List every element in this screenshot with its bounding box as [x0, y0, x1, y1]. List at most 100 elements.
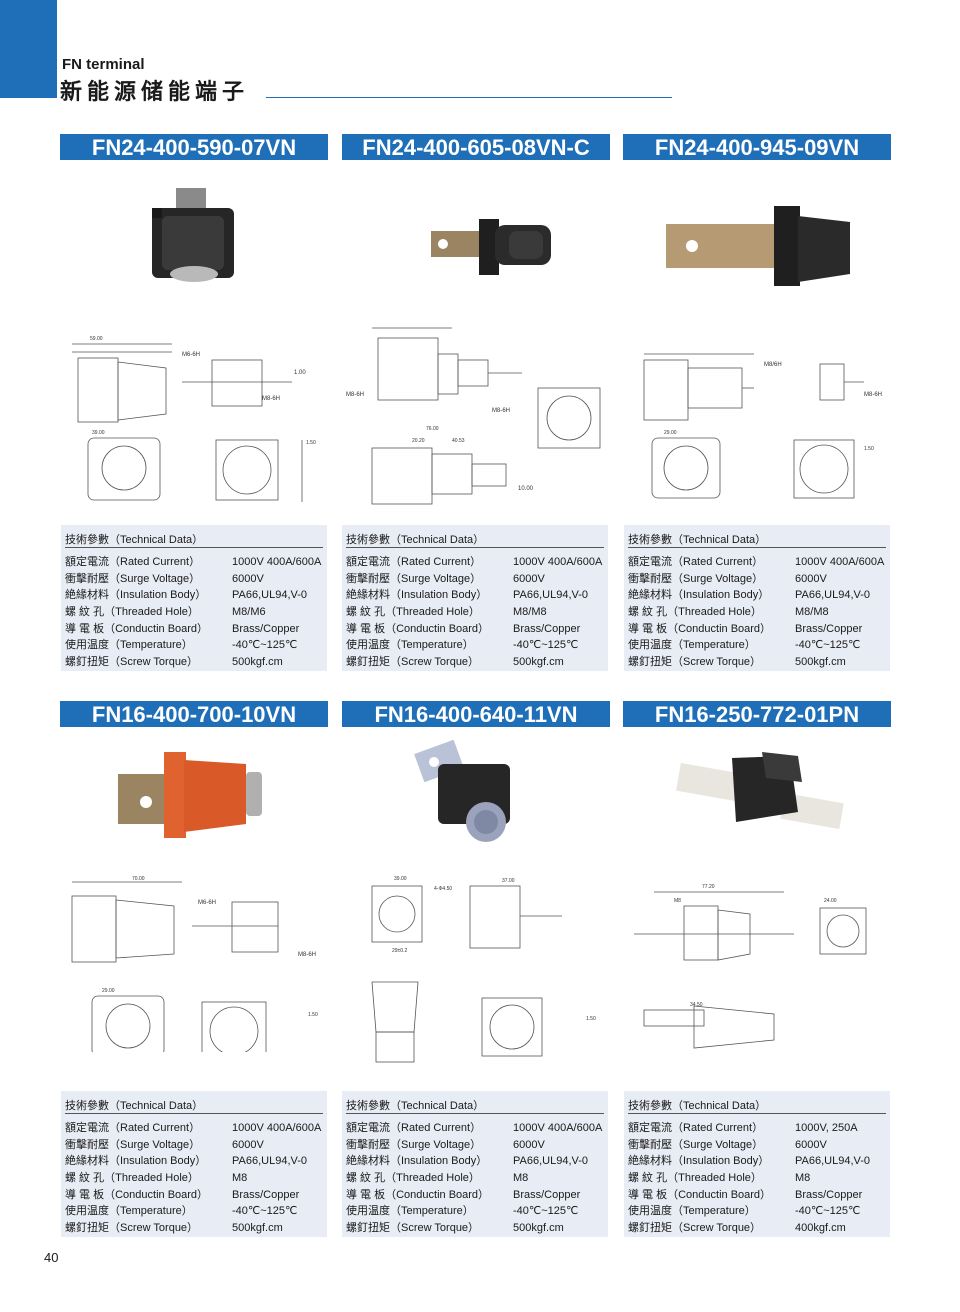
spec-value: 6000V	[513, 1138, 545, 1151]
svg-text:34.50: 34.50	[690, 1002, 703, 1008]
spec-label: 導 電 板（Conductin Board）	[65, 1188, 209, 1201]
tech-title: 技術參數（Technical Data）	[628, 534, 767, 546]
spec-label: 螺 紋 孔（Threaded Hole）	[65, 606, 199, 619]
spec-row-conductin-board: 導 電 板（Conductin Board）Brass/Copper	[342, 621, 608, 638]
corner-accent-block	[0, 0, 57, 98]
model-title: FN16-250-772-01PN	[623, 701, 891, 727]
svg-text:29.00: 29.00	[102, 988, 115, 994]
spec-label: 絶緣材料（Insulation Body）	[65, 589, 207, 602]
technical-drawing-5: 77.20 M8 24.00 34.50	[634, 884, 867, 1049]
spec-value: M8/M8	[513, 606, 547, 619]
spec-value: -40℃~125℃	[232, 639, 298, 652]
product-card-0: FN24-400-590-07VN	[60, 134, 328, 160]
tech-data-3: 技術參數（Technical Data） 額定電流（Rated Current）…	[61, 1091, 327, 1237]
tech-divider	[65, 1113, 323, 1114]
spec-row-conductin-board: 導 電 板（Conductin Board）Brass/Copper	[61, 1187, 327, 1204]
spec-value: 1000V, 250A	[795, 1122, 858, 1134]
spec-value: M8	[232, 1172, 248, 1185]
svg-text:10.00: 10.00	[518, 486, 534, 492]
spec-value: PA66,UL94,V-0	[795, 1155, 871, 1168]
spec-label: 額定電流（Rated Current）	[628, 556, 764, 568]
spec-value: 1000V 400A/600A	[232, 1122, 322, 1134]
spec-label: 額定電流（Rated Current）	[346, 1122, 482, 1134]
tech-data-2: 技術參數（Technical Data） 額定電流（Rated Current）…	[624, 525, 890, 671]
spec-row-insulation-body: 絶緣材料（Insulation Body） PA66,UL94,V-0	[342, 1153, 608, 1170]
spec-row-rated-current: 額定電流（Rated Current）1000V 400A/600A	[624, 554, 890, 571]
tech-divider	[628, 1113, 886, 1114]
spec-row-threaded-hole: 螺 紋 孔（Threaded Hole）M8	[342, 1170, 608, 1187]
spec-label: 絶緣材料（Insulation Body）	[346, 1155, 488, 1168]
product-photo-3	[118, 752, 262, 838]
spec-row-conductin-board: 導 電 板（Conductin Board） Brass/Copper	[61, 621, 327, 638]
spec-row-conductin-board: 導 電 板（Conductin Board）Brass/Copper	[624, 621, 890, 638]
technical-drawing-2: M8/6H M8-6H 29.00 1.50	[643, 353, 882, 499]
spec-row-conductin-board: 導 電 板（Conductin Board） Brass/Copper	[624, 1187, 890, 1204]
spec-row-rated-current: 額定電流（Rated Current）1000V, 250A	[624, 1120, 890, 1137]
tech-data-4: 技術參數（Technical Data） 額定電流（Rated Current）…	[342, 1091, 608, 1237]
spec-row-threaded-hole: 螺 紋 孔（Threaded Hole）M8/M6	[61, 604, 327, 621]
spec-row-temperature: 使用温度（Temperature）-40℃~125℃	[624, 637, 890, 654]
spec-label: 螺 紋 孔（Threaded Hole）	[628, 606, 762, 619]
spec-value: PA66,UL94,V-0	[232, 1155, 308, 1168]
model-title: FN16-400-700-10VN	[60, 701, 328, 727]
spec-value: -40℃~125℃	[795, 1205, 861, 1218]
product-card-5: FN16-250-772-01PN	[623, 701, 891, 727]
tech-data-5: 技術參數（Technical Data） 額定電流（Rated Current）…	[624, 1091, 890, 1237]
spec-label: 衝擊耐壓（Surge Voltage）	[65, 1138, 201, 1151]
product-photo-1	[431, 219, 551, 275]
spec-value: Brass/Copper	[795, 1188, 863, 1201]
svg-text:39.00: 39.00	[394, 876, 407, 882]
product-photo-4	[414, 740, 510, 842]
spec-label: 螺釘扭矩（Screw Torque）	[628, 656, 762, 669]
spec-value: Brass/Copper	[232, 622, 300, 635]
spec-row-temperature: 使用温度（Temperature）-40℃~125℃	[61, 1203, 327, 1220]
spec-value: 500kgf.cm	[232, 656, 283, 669]
spec-value: -40℃~125℃	[795, 639, 861, 652]
page-number: 40	[44, 1250, 59, 1265]
spec-row-screw-torque: 螺釘扭矩（Screw Torque）500kgf.cm	[342, 654, 608, 671]
svg-text:M8/6H: M8/6H	[764, 362, 782, 368]
tech-title: 技術參數（Technical Data）	[628, 1100, 767, 1112]
spec-value: 6000V	[232, 1138, 264, 1151]
spec-label: 使用温度（Temperature）	[346, 639, 474, 652]
product-card-3: FN16-400-700-10VN	[60, 701, 328, 727]
spec-value: PA66,UL94,V-0	[232, 589, 308, 602]
product-card-1: FN24-400-605-08VN-C	[342, 134, 610, 160]
technical-drawing-0: 59.00 M6-6H 1.00 M8-6H 39.00 1.50	[72, 336, 316, 502]
svg-text:20.20: 20.20	[412, 438, 425, 444]
spec-label: 螺釘扭矩（Screw Torque）	[65, 1222, 199, 1235]
spec-label: 導 電 板（Conductin Board）	[65, 622, 209, 635]
spec-row-surge-voltage: 衝擊耐壓（Surge Voltage） 6000V	[61, 1137, 327, 1154]
svg-text:1.00: 1.00	[294, 370, 306, 376]
spec-row-temperature: 使用温度（Temperature）-40℃~125℃	[342, 637, 608, 654]
spec-value: PA66,UL94,V-0	[513, 1155, 589, 1168]
tech-divider	[346, 547, 604, 548]
spec-row-threaded-hole: 螺 紋 孔（Threaded Hole） M8	[61, 1170, 327, 1187]
spec-row-conductin-board: 導 電 板（Conductin Board） Brass/Copper	[342, 1187, 608, 1204]
svg-text:1.50: 1.50	[864, 446, 874, 452]
spec-label: 使用温度（Temperature）	[65, 639, 193, 652]
spec-value: Brass/Copper	[513, 1188, 581, 1201]
spec-label: 螺釘扭矩（Screw Torque）	[346, 656, 480, 669]
spec-row-threaded-hole: 螺 紋 孔（Threaded Hole）M8/M8	[624, 604, 890, 621]
spec-value: 400kgf.cm	[795, 1222, 846, 1235]
product-photo-5	[676, 752, 844, 830]
spec-label: 絶緣材料（Insulation Body）	[628, 589, 770, 602]
header-rule	[266, 97, 672, 98]
spec-value: 500kgf.cm	[795, 656, 846, 669]
spec-label: 衝擊耐壓（Surge Voltage）	[346, 572, 482, 585]
svg-text:29±0.2: 29±0.2	[392, 948, 407, 954]
spec-label: 螺 紋 孔（Threaded Hole）	[65, 1172, 199, 1185]
spec-value: Brass/Copper	[513, 622, 581, 635]
svg-text:70.00: 70.00	[132, 876, 145, 882]
spec-label: 導 電 板（Conductin Board）	[628, 1188, 772, 1201]
spec-row-insulation-body: 絶緣材料（Insulation Body） PA66,UL94,V-0	[61, 587, 327, 604]
spec-label: 導 電 板（Conductin Board）	[346, 1188, 490, 1201]
spec-label: 螺釘扭矩（Screw Torque）	[65, 656, 199, 669]
spec-row-rated-current: 額定電流（Rated Current）1000V 400A/600A	[61, 1120, 327, 1137]
svg-text:59.00: 59.00	[90, 336, 103, 342]
spec-label: 螺 紋 孔（Threaded Hole）	[346, 1172, 480, 1185]
spec-label: 使用温度（Temperature）	[628, 1205, 756, 1218]
spec-label: 絶緣材料（Insulation Body）	[346, 589, 488, 602]
spec-value: 6000V	[513, 572, 545, 585]
